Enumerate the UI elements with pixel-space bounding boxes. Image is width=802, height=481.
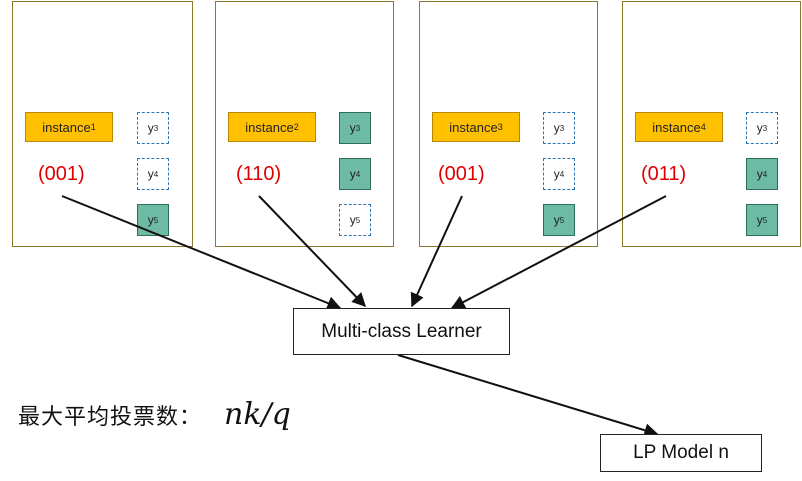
lp-model-box: LP Model n bbox=[600, 434, 762, 472]
instance-2-subscript: 2 bbox=[293, 122, 299, 132]
arrow-panel-4-to-learner bbox=[450, 195, 667, 309]
instance-1-label: instance bbox=[42, 119, 91, 135]
arrow-panel-1-to-learner bbox=[61, 195, 342, 310]
instance-3-subscript: 3 bbox=[497, 122, 503, 132]
instance-4-subscript: 4 bbox=[700, 122, 706, 132]
instance-2-label: instance bbox=[245, 119, 294, 135]
instance-3-label: instance bbox=[449, 119, 498, 135]
label-code-4: (011) bbox=[641, 163, 687, 185]
arrow-panel-3-to-learner bbox=[410, 195, 463, 308]
formula-math: nk/q bbox=[224, 397, 291, 432]
arrow-learner-to-model bbox=[397, 354, 659, 438]
multi-class-learner-box: Multi-class Learner bbox=[293, 308, 510, 355]
arrow-panel-2-to-learner bbox=[258, 195, 366, 308]
formula-label: 最大平均投票数： bbox=[18, 405, 203, 430]
instance-4-label: instance bbox=[652, 119, 701, 135]
label-code-3: (001) bbox=[438, 163, 485, 185]
max-average-votes-formula: 最大平均投票数： nk/q bbox=[18, 397, 291, 432]
label-code-1: (001) bbox=[38, 163, 85, 185]
label-code-2: (110) bbox=[236, 163, 282, 185]
instance-1-subscript: 1 bbox=[90, 122, 96, 132]
